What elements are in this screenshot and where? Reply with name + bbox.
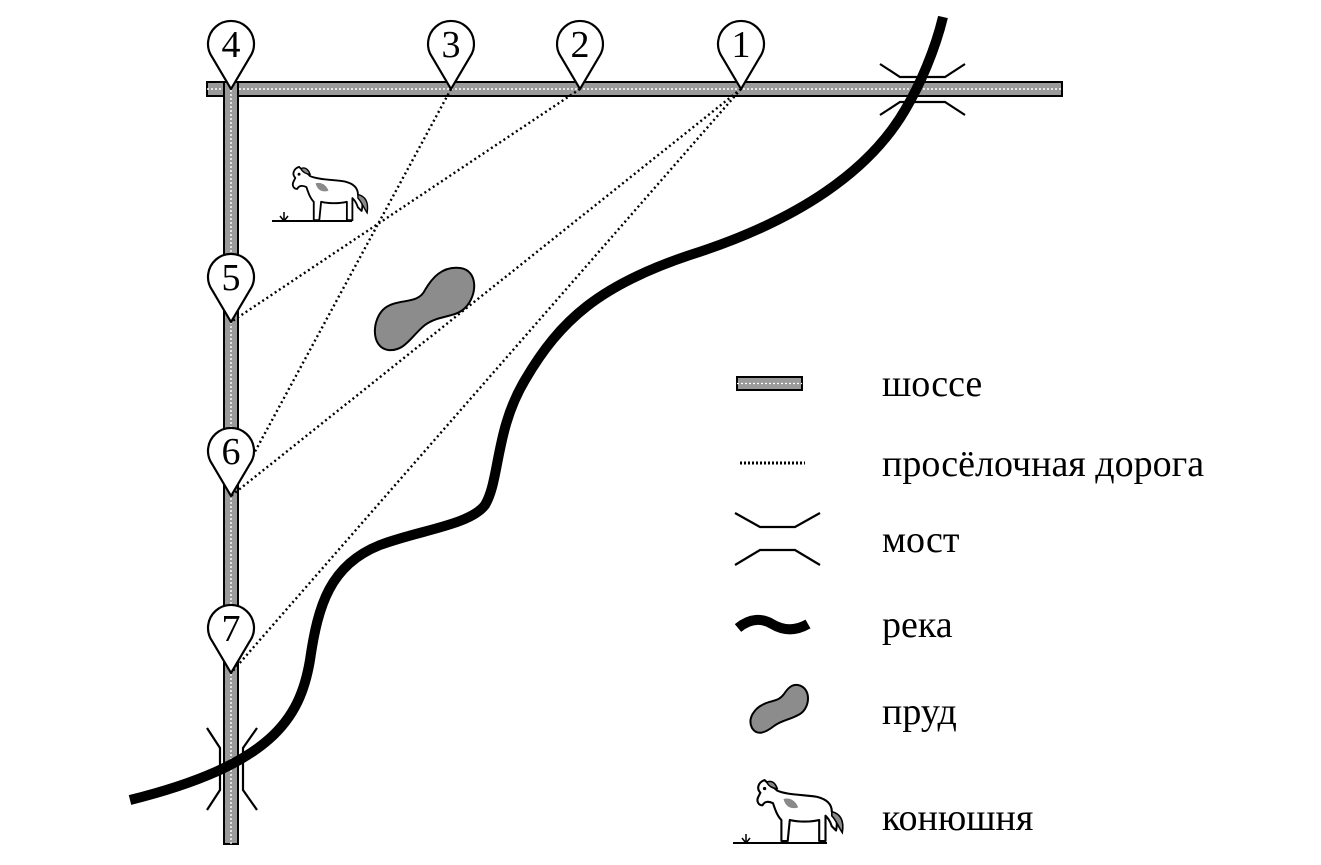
dirt-road-2-5 — [230, 88, 581, 323]
bridge-bottom — [206, 727, 258, 811]
dirt-road-1-7 — [230, 88, 742, 674]
legend-river-label: река — [882, 604, 953, 646]
legend-dirt-road-label: просёлочная дорога — [882, 443, 1204, 485]
marker-3: 3 — [426, 19, 476, 91]
marker-4: 4 — [206, 19, 256, 91]
dirt-roads — [229, 88, 742, 674]
pond — [373, 266, 476, 352]
dirt-road-1-6 — [230, 88, 742, 497]
bridge-top — [879, 63, 966, 116]
marker-1: 1 — [716, 19, 766, 91]
marker-pin-icon — [716, 19, 766, 91]
legend-river-symbol — [734, 614, 811, 635]
legend-horse-icon — [756, 779, 844, 843]
marker-label: 5 — [222, 257, 241, 299]
marker-label: 7 — [222, 608, 241, 650]
marker-2: 2 — [555, 19, 605, 91]
marker-pin-icon — [206, 19, 256, 91]
marker-pin-icon — [426, 19, 476, 91]
markers: 4 3 2 1 5 6 7 — [206, 19, 766, 675]
marker-pin-icon — [555, 19, 605, 91]
legend-pond-icon — [749, 683, 809, 734]
marker-5: 5 — [206, 252, 256, 324]
marker-pin-icon — [206, 252, 256, 324]
legend-pond-label: пруд — [882, 691, 957, 733]
dirt-road-3-7 — [229, 88, 453, 497]
marker-6: 6 — [206, 426, 256, 498]
legend-stable-label: конюшня — [882, 797, 1033, 839]
legend-bridge-label: мост — [882, 519, 960, 561]
highway-horizontal — [206, 81, 1063, 97]
marker-label: 2 — [571, 24, 590, 66]
legend-highway-label: шоссе — [882, 363, 982, 405]
marker-pin-icon — [206, 426, 256, 498]
river — [128, 15, 948, 805]
marker-label: 4 — [222, 24, 241, 66]
marker-pin-icon — [206, 603, 256, 675]
marker-label: 3 — [442, 24, 461, 66]
marker-7: 7 — [206, 603, 256, 675]
legend-highway-symbol — [736, 376, 803, 391]
marker-label: 6 — [222, 431, 241, 473]
legend: шоссе просёлочная дорога мост река пруд … — [733, 363, 1204, 845]
legend-bridge-icon — [734, 512, 821, 566]
stable-horse-icon — [291, 165, 369, 222]
marker-label: 1 — [732, 24, 751, 66]
